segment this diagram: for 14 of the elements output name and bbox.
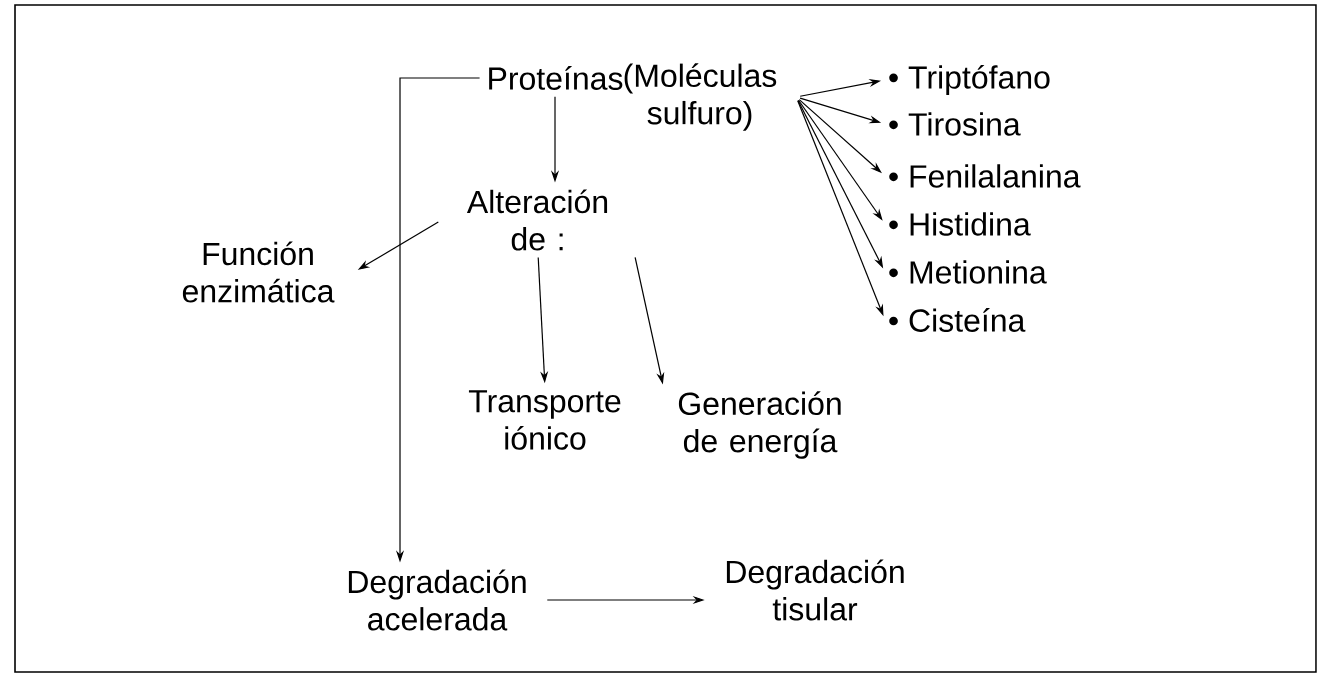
node-text: • Triptófano: [889, 64, 1050, 96]
node-text: Degradación tisular: [726, 559, 904, 621]
node-text: • Cisteína: [889, 308, 1026, 332]
node-text: • Histidina: [889, 212, 1031, 236]
node-text: Generación de energía: [678, 391, 841, 459]
node-text: • Tirosina: [889, 112, 1021, 136]
node-text: (Moléculas sulfuro): [624, 63, 777, 131]
node-text: Proteínas: [489, 66, 623, 90]
node-text: Transporte iónico: [468, 390, 621, 450]
node-text: Función enzimática: [182, 241, 335, 303]
node-text: Alteración de :: [466, 189, 608, 251]
node-text: Degradación acelerada: [348, 569, 526, 631]
node-text: • Metionina: [889, 260, 1047, 284]
node-text: • Fenilalanina: [889, 164, 1081, 188]
